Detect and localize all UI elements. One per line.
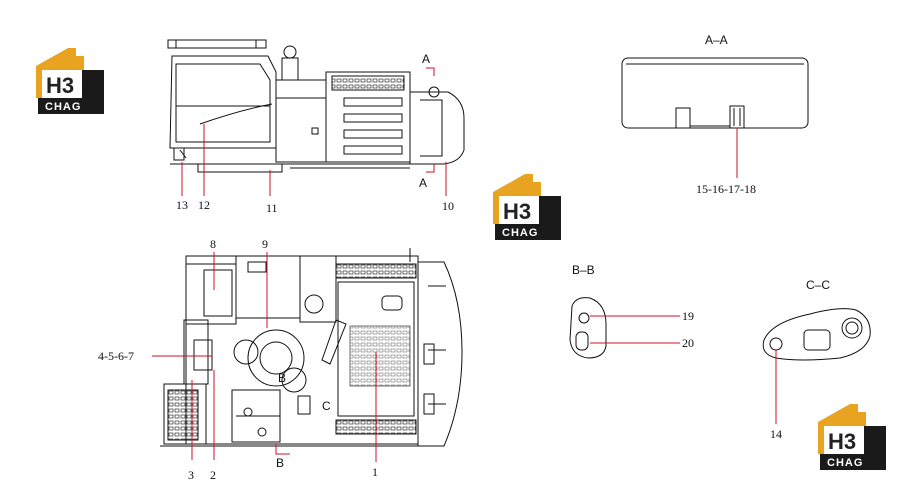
top-view [160,248,463,447]
section-letter-c-mark: C [322,399,331,413]
label-12: 12 [198,198,210,212]
label-10: 10 [442,199,454,213]
label-1: 1 [372,465,378,479]
label-3: 3 [188,468,194,482]
logo-letters: H3 [503,199,531,224]
section-letter-b-mark: B [278,371,286,385]
label-9: 9 [262,237,268,251]
section-cc-view [762,308,871,361]
logo-letters: H3 [46,73,74,98]
logo-word: CHAG [45,101,81,113]
logo-letters: H3 [828,429,856,454]
section-title-aa: A–A [705,33,728,47]
side-view [167,39,465,173]
section-letter-b-bottom: B [276,456,284,470]
label-11: 11 [266,201,278,215]
label-14: 14 [770,427,782,441]
section-bb-leaders [590,315,680,344]
section-bb-view [569,297,607,359]
section-title-cc: C–C [806,278,830,292]
logo-bottom-right: H3 CHAG [818,404,886,470]
side-view-leaders [181,124,447,196]
label-4-5-6-7: 4-5-6-7 [98,349,134,363]
logo-word: CHAG [827,457,863,469]
label-20: 20 [682,336,694,350]
top-view-leaders [152,252,377,462]
section-letter-a-top: A [422,52,430,66]
logo-top-left: H3 CHAG [36,48,104,114]
section-letter-a-bottom: A [419,176,427,190]
label-2: 2 [210,468,216,482]
label-15-18: 15-16-17-18 [696,182,756,196]
label-13: 13 [176,198,188,212]
label-8: 8 [210,237,216,251]
label-19: 19 [682,309,694,323]
logo-word: CHAG [502,227,538,239]
section-mark-a [426,67,435,173]
section-title-bb: B–B [572,263,595,277]
section-aa-view [621,57,809,129]
logo-middle: H3 CHAG [493,174,561,240]
